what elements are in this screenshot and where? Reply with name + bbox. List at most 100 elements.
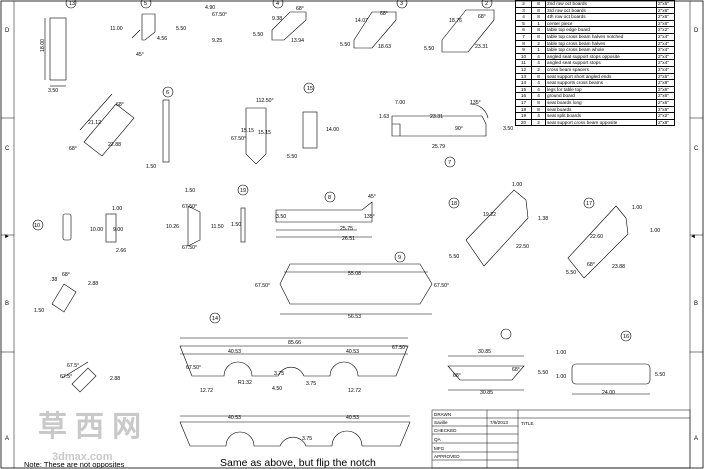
- balloon-4: 4: [276, 1, 279, 7]
- title-block-qa: QA: [434, 437, 442, 442]
- parts-list-cell-qty: 8: [531, 6, 546, 15]
- dim: 1.00: [650, 228, 660, 234]
- dim: 112.50°: [256, 98, 274, 104]
- part-stop-bottom-view: [61, 361, 97, 393]
- dim: 25.75: [340, 226, 353, 232]
- dim: 68°: [587, 262, 595, 268]
- parts-list-cell-qty: 1: [531, 46, 546, 54]
- parts-list-cell-qty: 4: [531, 112, 546, 120]
- dim: 90°: [455, 126, 463, 132]
- dim: 23.88: [612, 264, 625, 270]
- dim: 5.50: [538, 370, 548, 376]
- part-13-view: [44, 0, 77, 87]
- part-10-view: [32, 213, 117, 243]
- balloon-13: 13: [69, 1, 75, 7]
- dim: 15.15: [241, 128, 254, 134]
- title-block-name: Saville: [434, 420, 448, 425]
- watermark-text: 草 西 网: [38, 410, 141, 443]
- dim: 3.50: [503, 126, 513, 132]
- parts-list-cell-desc: center piece: [545, 19, 657, 28]
- watermark: 草 西 网 3dmax.com: [38, 410, 141, 463]
- dim: 68°: [69, 146, 77, 152]
- parts-list-cell-item: 18: [515, 105, 532, 114]
- part-14-flipped-view: [179, 415, 411, 447]
- parts-list-cell-item: 16: [515, 92, 532, 100]
- dim: 24.00: [602, 390, 615, 396]
- parts-list-cell-size: 2"x6": [656, 6, 675, 15]
- balloon-8: 8: [328, 195, 331, 201]
- dim: 55.08: [348, 271, 361, 277]
- parts-list-cell-desc: seat boards long: [545, 98, 657, 107]
- svg-text:◄: ◄: [690, 234, 696, 240]
- parts-list-cell-size: 2"x6": [656, 19, 675, 28]
- dim: 1.50: [231, 222, 241, 228]
- dim: 1.00: [632, 205, 642, 211]
- parts-list-cell-size: 2"x6": [656, 13, 675, 21]
- parts-list-cell-size: 2"x4": [656, 59, 675, 67]
- dim: 22.60: [590, 234, 603, 240]
- parts-list-cell-item: 2: [515, 0, 532, 8]
- dim: 7.00: [395, 100, 405, 106]
- dim: 40.53: [346, 415, 359, 421]
- balloon-17: 17: [586, 201, 592, 207]
- dim: .38: [50, 277, 57, 283]
- parts-list-cell-size: 2"x4": [656, 32, 675, 41]
- dim: 67.50°: [182, 245, 197, 251]
- parts-list-cell-desc: table top cross beam whole: [545, 46, 657, 54]
- dim: 68°: [478, 14, 486, 20]
- parts-list-cell-size: 2"x2": [656, 26, 675, 34]
- parts-list-cell-desc: seat supports cross beams: [545, 79, 657, 87]
- dim: 22.50: [516, 244, 529, 250]
- parts-list-cell-qty: 4: [531, 79, 546, 87]
- dim: 1.00: [512, 182, 522, 188]
- part-5-view: [131, 0, 156, 41]
- balloon-3: 3: [400, 1, 403, 7]
- dim: 25.79: [432, 144, 445, 150]
- part-16-stop-view: [51, 283, 77, 313]
- parts-list-cell-qty: 4: [531, 85, 546, 94]
- dim: 1.00: [556, 350, 566, 356]
- dim: 21.12: [88, 120, 101, 126]
- dim: 5.50: [340, 42, 350, 48]
- parts-list-cell-item: 20: [515, 118, 532, 127]
- title-block: DRAWN Saville 7/9/2013 CHECKED QA MFG AP…: [431, 409, 691, 469]
- title-block-approved: APPROVED: [434, 454, 460, 459]
- zone-label-left-a: A: [5, 436, 9, 442]
- parts-list-cell-size: 2"x6": [656, 105, 675, 114]
- dim: 68°: [116, 102, 124, 108]
- dim: 67.50°: [392, 345, 407, 351]
- part-8-view: [275, 191, 373, 238]
- dim: 2.66: [116, 248, 126, 254]
- dim: 5.50: [566, 270, 576, 276]
- dim: 45°: [368, 194, 376, 200]
- dim: 85.66: [288, 340, 301, 346]
- title-block-date: 7/9/2013: [490, 420, 508, 425]
- dim: 23.31: [430, 114, 443, 120]
- zone-label-left-c: C: [5, 146, 10, 152]
- dim: 12.72: [200, 388, 213, 394]
- parts-list-cell-item: 17: [515, 98, 532, 107]
- zone-label-right-a: A: [694, 436, 698, 442]
- part-3-view: [353, 0, 408, 49]
- svg-text:►: ►: [4, 234, 10, 240]
- dim: 1.50: [146, 164, 156, 170]
- dim: R1.32: [238, 380, 252, 386]
- parts-list-cell-size: 2"x4": [656, 46, 675, 54]
- parts-list-cell-qty: 2: [531, 39, 546, 48]
- parts-list-cell-item: 6: [515, 26, 532, 34]
- parts-list-cell-desc: seat support short angled ends: [545, 72, 657, 81]
- dim: 40.53: [228, 415, 241, 421]
- parts-list-cell-desc: seat support cross beam opposite: [545, 118, 657, 127]
- dim: 18.63: [378, 44, 391, 50]
